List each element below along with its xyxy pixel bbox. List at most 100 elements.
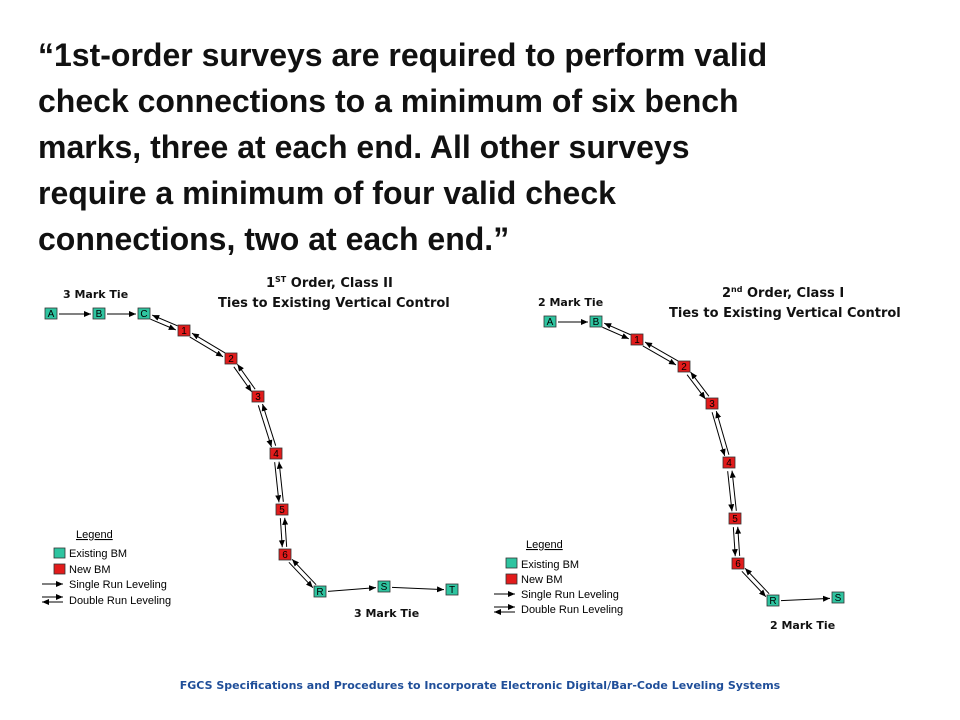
bm-label: 5 [732,514,738,525]
run-backward [604,322,631,336]
run-forward [727,471,735,512]
bm-label: 6 [735,559,741,570]
quote-line: require a minimum of four valid check [38,175,616,211]
run-forward [602,326,629,340]
run-forward [150,318,176,331]
existing-bm-marker [137,307,151,320]
title-order-rest: Order, Class I [742,286,844,301]
source-footer: FGCS Specifications and Procedures to In… [179,679,781,692]
new-bm-marker [677,360,691,373]
run-forward [274,462,282,503]
diagram-title: 1ST Order, Class II Ties to Existing Ver… [218,275,450,311]
tie-label-bottom: 2 Mark Tie [770,619,835,632]
existing-bm-marker [831,591,845,604]
new-bm-marker [177,324,191,337]
diagram-second-order: 2nd Order, Class I Ties to Existing Vert… [486,278,936,638]
run-backward [729,470,737,511]
title-order-num: 1 [266,276,275,291]
run-backward [276,461,284,502]
bm-label: T [449,585,455,596]
legend-existing-label: Existing BM [521,559,579,571]
legend-title: Legend [76,529,113,541]
legend-single-label: Single Run Leveling [521,589,619,601]
bm-label: A [547,317,554,328]
bm-label: B [96,309,103,320]
new-bm-marker [269,447,283,460]
title-line-2: Ties to Existing Vertical Control [669,306,901,321]
bm-label: 6 [282,550,288,561]
run-forward [741,570,767,598]
run-backward [152,314,178,327]
new-bm-marker [251,390,265,403]
bm-label: 4 [726,458,732,469]
bm-label: S [381,582,388,593]
run-backward [282,517,289,547]
legend: Legend Existing BM New BM Single Run Lev… [494,539,623,616]
run-forward [257,405,273,448]
leveling-runs [558,319,831,602]
existing-bm-marker [92,307,106,320]
legend: Legend Existing BM New BM Single Run Lev… [42,529,171,607]
run-backward [191,332,226,354]
quote-line: check connections to a minimum of six be… [38,83,739,119]
leveling-runs [59,311,445,593]
run-forward [233,366,252,393]
tie-label-bottom: 3 Mark Tie [354,607,419,620]
new-bm-marker [224,352,238,365]
diagram-second-order-svg: 2nd Order, Class I Ties to Existing Vert… [494,285,901,632]
legend-double-label: Double Run Leveling [69,595,171,607]
diagram-first-order: 1ST Order, Class II Ties to Existing Ver… [36,268,486,628]
legend-new-swatch [505,573,518,585]
run-backward [735,526,742,556]
new-bm-marker [705,397,719,410]
legend-existing-swatch [505,557,518,569]
bm-label: 4 [273,449,279,460]
new-bm-marker [278,548,292,561]
legend-new-label: New BM [521,574,563,586]
quote-line: connections, two at each end.” [38,221,510,257]
quote-line: “1st-order surveys are required to perfo… [38,37,768,73]
new-bm-marker [630,333,644,346]
svg-text:1ST Order, Class II: 1ST Order, Class II [266,275,393,291]
legend-new-label: New BM [69,564,111,576]
existing-bm-marker [44,307,58,320]
svg-text:2nd Order, Class I: 2nd Order, Class I [722,285,844,301]
tie-label-top: 3 Mark Tie [63,288,128,301]
run-forward [189,336,224,358]
title-line-2: Ties to Existing Vertical Control [218,296,450,311]
run-forward [731,527,738,557]
run-forward [642,345,677,366]
quote-line: marks, three at each end. All other surv… [38,129,690,165]
run-backward [644,341,679,362]
bm-label: R [316,587,323,598]
bm-label: B [593,317,600,328]
legend-double-label: Double Run Leveling [521,604,623,616]
bm-label: 2 [228,354,234,365]
existing-bm-marker [589,315,603,328]
new-bm-marker [722,456,736,469]
run-single [391,586,445,593]
legend-existing-swatch [53,547,66,559]
run-backward [715,410,730,455]
legend-single-label: Single Run Leveling [69,579,167,591]
bm-label: 1 [634,335,640,346]
title-order-num: 2 [722,286,731,301]
quote-text: “1st-order surveys are required to perfo… [38,32,918,262]
existing-bm-marker [445,583,459,596]
legend-existing-label: Existing BM [69,548,127,560]
diagram-title: 2nd Order, Class I Ties to Existing Vert… [669,285,901,321]
run-backward [744,567,770,595]
bm-label: A [48,309,55,320]
title-order-sup: nd [731,285,743,294]
run-forward [278,518,285,548]
bm-label: R [769,596,776,607]
new-bm-marker [731,557,745,570]
existing-bm-marker [313,585,327,598]
run-backward [291,558,317,586]
run-forward [686,374,706,400]
tie-label-top: 2 Mark Tie [538,296,603,309]
run-single [327,585,377,592]
bm-label: 3 [255,392,261,403]
bm-label: C [140,309,147,320]
